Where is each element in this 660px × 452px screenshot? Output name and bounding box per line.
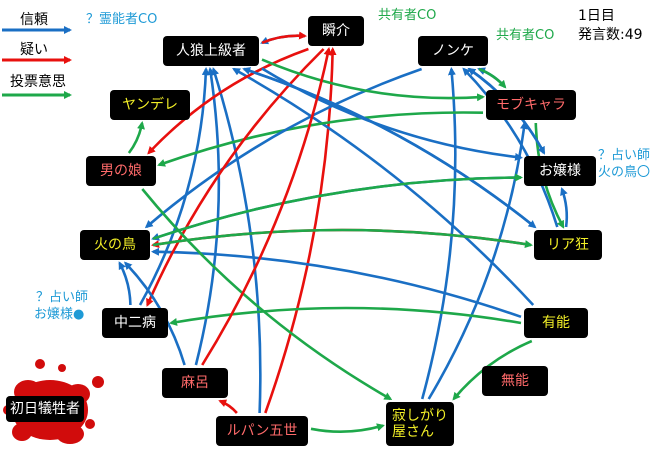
node-maro[interactable]: 麻呂 <box>162 368 228 398</box>
edge-jinro-to-riakyou <box>243 67 537 229</box>
node-shunsuke[interactable]: 瞬介 <box>308 16 364 46</box>
node-nonke-label: ノンケ <box>432 43 474 59</box>
edge-otokonoko-to-sabishi <box>141 188 393 401</box>
node-ojousama-label: お嬢様 <box>539 163 581 179</box>
first-day-victim-label: 初日犠牲者 <box>6 396 84 422</box>
node-sabishi[interactable]: 寂しがり 屋さん <box>386 402 454 446</box>
node-hinotori[interactable]: 火の鳥 <box>80 230 150 260</box>
node-sabishi-label: 寂しがり 屋さん <box>392 408 448 440</box>
node-jinro[interactable]: 人狼上級者 <box>163 36 259 66</box>
edge-chuuni-to-jinro <box>138 67 210 306</box>
legend-trust-label: 信頼 <box>20 12 48 28</box>
post-count-label: 発言数:49 <box>578 27 643 43</box>
node-ojousama[interactable]: お嬢様 <box>524 156 596 186</box>
legend-doubt-label: 疑い <box>20 42 48 58</box>
edge-nonke-to-hinotori <box>144 67 423 229</box>
medium-co-annotation: ？霊能者CO <box>86 12 158 27</box>
edge-yuunou-to-chuuni <box>169 306 522 326</box>
edge-sabishi-to-mob <box>427 121 528 400</box>
edge-maro-to-jinro <box>194 67 221 366</box>
node-yuunou-label: 有能 <box>542 315 570 331</box>
node-jinro-label: 人狼上級者 <box>176 43 246 59</box>
seer-annotation-left-line1: ？占い師 <box>36 290 89 305</box>
edge-yuunou-to-hinotori <box>151 247 522 319</box>
node-chuuni[interactable]: 中二病 <box>102 308 168 338</box>
nonke-co-annotation: 共有者CO <box>496 28 555 43</box>
victim-label-text: 初日犠牲者 <box>10 401 80 417</box>
node-otokonoko[interactable]: 男の娘 <box>86 156 156 186</box>
edge-lupin-to-sabishi <box>310 423 385 433</box>
edge-mob-to-otokonoko <box>157 111 484 167</box>
edge-hinotori-to-riakyou <box>152 228 533 249</box>
edge-hinotori-to-ojousama <box>152 173 523 240</box>
node-lupin-label: ルパン五世 <box>226 423 298 439</box>
edge-riakyou-to-nonke <box>462 67 559 228</box>
node-yandere-label: ヤンデレ <box>122 97 178 113</box>
node-otokonoko-label: 男の娘 <box>100 163 142 179</box>
legend-vote-label: 投票意思 <box>10 74 66 90</box>
edge-lupin-to-maro <box>218 399 238 414</box>
node-munou[interactable]: 無能 <box>482 366 548 396</box>
edge-chuuni-to-hinotori <box>118 261 132 306</box>
seer-annotation-right-line2: 火の鳥〇 <box>598 165 651 180</box>
node-maro-label: 麻呂 <box>181 375 209 391</box>
edge-lupin-to-jinro <box>211 67 262 414</box>
node-mob[interactable]: モブキャラ <box>486 90 576 120</box>
edge-layer <box>118 31 569 433</box>
edge-yuunou-to-jinro <box>232 67 535 306</box>
edge-jinro-to-mob <box>261 58 485 102</box>
node-riakyou-label: リア狂 <box>547 237 589 253</box>
node-hinotori-label: 火の鳥 <box>94 237 136 253</box>
node-nonke[interactable]: ノンケ <box>418 36 488 66</box>
node-riakyou[interactable]: リア狂 <box>534 230 602 260</box>
edge-yuunou-to-sabishi <box>452 339 533 401</box>
node-munou-label: 無能 <box>501 373 529 389</box>
seer-annotation-right-line1: ？占い師 <box>598 148 651 163</box>
node-chuuni-label: 中二病 <box>114 315 156 331</box>
node-mob-label: モブキャラ <box>496 97 566 113</box>
day-label: 1日目 <box>578 8 615 24</box>
node-lupin[interactable]: ルパン五世 <box>216 416 308 446</box>
edge-maro-to-shunsuke <box>201 47 332 366</box>
shunsuke-co-annotation: 共有者CO <box>378 8 437 23</box>
edge-otokonoko-to-yandere <box>127 121 145 154</box>
edge-shunsuke-to-otokonoko <box>147 47 309 155</box>
node-yuunou[interactable]: 有能 <box>524 308 588 338</box>
edge-riakyou-to-ojousama <box>560 187 569 228</box>
node-shunsuke-label: 瞬介 <box>322 23 350 39</box>
edge-lupin-to-shunsuke <box>264 47 337 414</box>
seer-annotation-left-line2: お嬢様● <box>34 307 85 322</box>
edge-jinro-to-shunsuke <box>261 31 307 45</box>
edge-shunsuke-to-chuuni <box>146 48 325 307</box>
node-yandere[interactable]: ヤンデレ <box>110 90 190 120</box>
edge-nonke-to-mob <box>478 67 507 89</box>
